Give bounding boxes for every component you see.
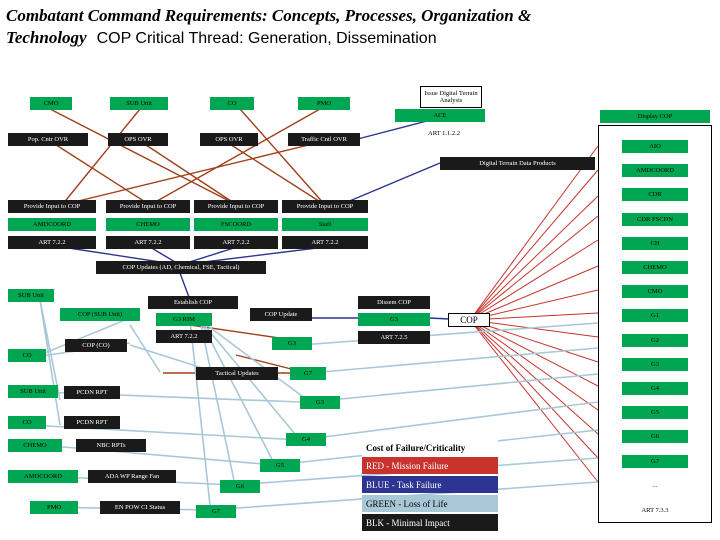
node-fscoord-provide: FSCOORD [194, 218, 278, 231]
node-issue-digital-terrain: Issue Digital Terrain Analysis [420, 86, 482, 108]
label-art-1122: ART 1.1.2.2 [428, 130, 460, 137]
display-cop-item: G6 [622, 430, 688, 444]
node-provide-input-2: Provide Input to COP [106, 200, 190, 213]
node-pmo-top: PMO [298, 97, 350, 110]
node-digital-terrain-products: Digital Terrain Data Products [440, 157, 595, 170]
legend-black: BLK - Minimal Impact [362, 514, 498, 531]
display-cop-item: G3 [622, 357, 688, 371]
node-sub-unit-middle: SUB Unit [8, 289, 54, 302]
legend-green: GREEN - Loss of Life [362, 495, 498, 512]
node-pmo-lower: PMO [30, 501, 78, 514]
node-chemo-lower: CHEMO [8, 439, 62, 452]
node-cop-sub-unit: COP (SUB Unit) [60, 308, 140, 321]
node-g3-rim: G3 RIM [156, 313, 212, 326]
node-art-provide-1: ART 7.2.2 [8, 236, 96, 249]
title-cop-thread: COP Critical Thread: Generation, Dissemi… [96, 30, 437, 47]
node-g3-update: G3 [272, 337, 312, 350]
node-g7-tactical: G7 [290, 367, 326, 380]
title-technology: Technology [6, 28, 87, 47]
node-nbc-rpts: NBC RPTs [76, 439, 146, 452]
node-traffic-cntl-ovr: Traffic Cntl OVR [288, 133, 360, 146]
node-g3-dissem: G3 [358, 313, 430, 326]
node-ace: ACE [395, 109, 485, 122]
node-pop-cntr-ovr: Pop. Cntr OVR [8, 133, 88, 146]
node-ops-ovr-2: OPS OVR [200, 133, 258, 146]
node-pcdn-rpt-2: PCDN RPT [64, 416, 120, 429]
node-g3-lower: G3 [300, 396, 340, 409]
legend-title: Cost of Failure/Criticality [362, 439, 498, 456]
node-co-middle: CO [8, 349, 46, 362]
node-co-lower: CO [8, 416, 46, 429]
node-en-pow-ci-status: EN POW CI Status [100, 501, 180, 514]
display-cop-item: AIO [622, 140, 688, 153]
node-establish-cop: Establish COP [148, 296, 238, 309]
legend-red: RED - Mission Failure [362, 457, 498, 474]
node-sub-unit-lower: SUB Unit [8, 385, 58, 398]
node-provide-input-4: Provide Input to COP [282, 200, 368, 213]
node-display-cop: Display COP [600, 110, 710, 123]
node-art-722-middle: ART 7.2.2 [156, 330, 212, 343]
node-cmo-top: CMO [30, 97, 72, 110]
title-line1: Combatant Command Requirements: Concepts… [6, 6, 532, 25]
node-dissem-cop: Dissem COP [358, 296, 430, 309]
node-cop-co: COP (CO) [65, 339, 127, 352]
display-cop-item: ... [622, 478, 688, 492]
node-sub-unit-top: SUB Unit [110, 97, 168, 110]
display-cop-item: G2 [622, 333, 688, 347]
display-cop-item: ART 7.3.3 [622, 504, 688, 517]
display-cop-item: AMDCOORD [622, 164, 688, 178]
display-cop-item: G7 [622, 454, 688, 468]
node-g5-lower: G5 [260, 459, 300, 472]
node-cop-update: COP Update [250, 308, 312, 321]
node-co-top: CO [210, 97, 254, 110]
node-staff-provide: Staff [282, 218, 368, 231]
node-chemo-provide: CHEMO [106, 218, 190, 231]
node-cop: COP [448, 313, 490, 327]
node-g7-lower: G7 [196, 505, 236, 518]
node-provide-input-3: Provide Input to COP [194, 200, 278, 213]
node-art-provide-2: ART 7.2.2 [106, 236, 190, 249]
node-art-725: ART 7.2.5 [358, 331, 430, 344]
node-g4-lower: G4 [286, 433, 326, 446]
node-cop-updates: COP Updates (AD, Chemical, FSE, Tactical… [96, 261, 266, 274]
node-art-provide-4: ART 7.2.2 [282, 236, 368, 249]
node-art-provide-3: ART 7.2.2 [194, 236, 278, 249]
node-ada-wp-range-fan: ADA WP Range Fan [88, 470, 176, 483]
display-cop-item: G4 [622, 382, 688, 395]
legend-blue: BLUE - Task Failure [362, 476, 498, 493]
node-provide-input-1: Provide Input to COP [8, 200, 96, 213]
display-cop-item: CDR [622, 188, 688, 202]
display-cop-item: CDR FSCDN [622, 212, 688, 226]
node-amdcoord-provide: AMDCOORD [8, 218, 96, 231]
node-g6-lower: G6 [220, 480, 260, 493]
node-pcdn-rpt-1: PCDN RPT [64, 386, 120, 399]
display-cop-item: CH [622, 236, 688, 250]
node-tactical-updates: Tactical Updates [196, 367, 278, 380]
display-cop-item: G1 [622, 309, 688, 323]
node-amdcoord-lower: AMDCOORD [8, 470, 78, 483]
display-cop-item: G5 [622, 406, 688, 420]
display-cop-item: CMO [622, 285, 688, 299]
node-ops-ovr-1: OPS OVR [108, 133, 168, 146]
title-line2: Technology COP Critical Thread: Generatio… [6, 28, 437, 48]
display-cop-item: CHEMO [622, 261, 688, 274]
